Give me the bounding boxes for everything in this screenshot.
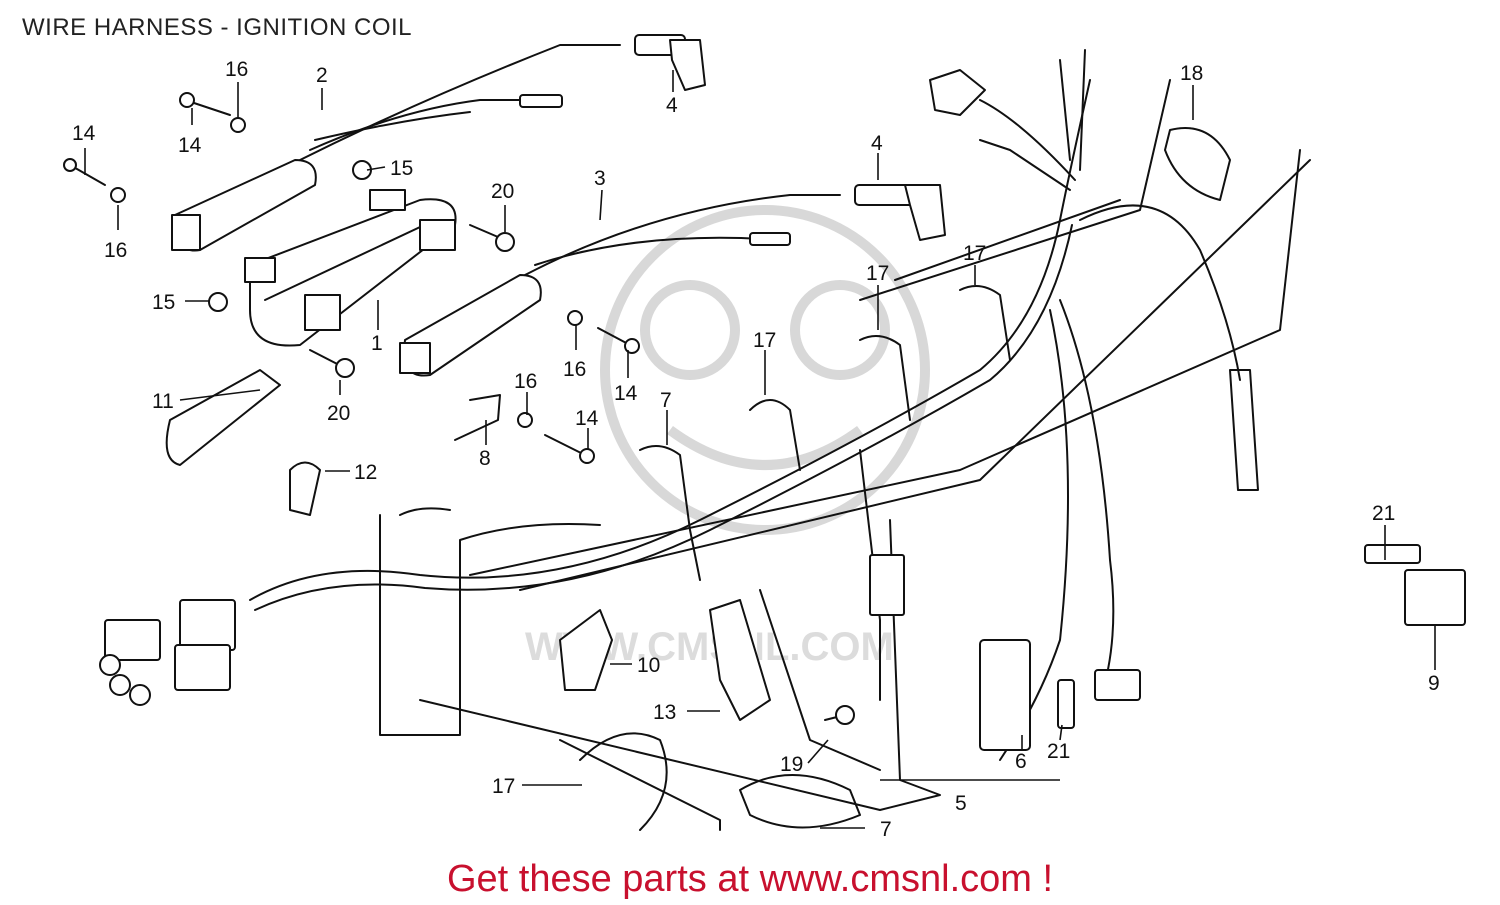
callout-12: 12 [354, 461, 377, 484]
frame-outline [379, 79, 1311, 831]
cdi-unit [244, 189, 457, 347]
callout-7-lower: 7 [880, 818, 892, 841]
plug-cap-lower [854, 184, 946, 241]
fuse-components [979, 544, 1466, 751]
callout-1: 1 [371, 332, 383, 355]
callout-15-b: 15 [152, 291, 175, 314]
callout-16-b: 16 [104, 239, 127, 262]
callout-10: 10 [637, 654, 660, 677]
callout-17-b: 17 [963, 242, 986, 265]
callout-14-c: 14 [614, 382, 638, 405]
callout-18: 18 [1180, 62, 1203, 85]
callout-4-upper: 4 [666, 94, 678, 117]
footer-link[interactable]: Get these parts at www.cmsnl.com ! [446, 858, 1054, 900]
callout-16-d: 16 [514, 370, 537, 393]
callout-20-a: 20 [327, 402, 350, 425]
brackets-clamps [165, 369, 771, 721]
callout-15-a: 15 [390, 157, 413, 180]
callout-labels: 1 2 3 4 4 5 6 7 7 8 9 10 11 12 13 14 14 … [72, 58, 1440, 841]
callout-11: 11 [152, 390, 174, 413]
ignition-coil-lower [399, 194, 841, 377]
watermark-logo: WWW.CMSNL.COM [525, 205, 930, 669]
callout-14-a: 14 [72, 122, 96, 145]
callout-5: 5 [955, 792, 967, 815]
callout-17-a: 17 [866, 262, 889, 285]
callout-14-d: 14 [575, 407, 599, 430]
callout-8: 8 [479, 447, 491, 470]
callout-2: 2 [316, 64, 328, 87]
callout-16-a: 16 [225, 58, 248, 81]
callout-4-lower: 4 [871, 132, 883, 155]
callout-9: 9 [1428, 672, 1440, 695]
callout-16-c: 16 [563, 358, 586, 381]
leader-lines [84, 70, 1436, 829]
callout-17-c: 17 [753, 329, 776, 352]
callout-17-d: 17 [492, 775, 515, 798]
page-title: WIRE HARNESS - IGNITION COIL [22, 14, 413, 41]
callout-3: 3 [594, 167, 606, 190]
callout-21-a: 21 [1372, 502, 1395, 525]
fasteners [63, 92, 855, 725]
harness-straps [579, 127, 1231, 831]
callout-19: 19 [780, 753, 803, 776]
callout-20-b: 20 [491, 180, 514, 203]
callout-14-b: 14 [178, 134, 202, 157]
connector-bundle [99, 599, 236, 706]
callout-7-upper: 7 [660, 389, 672, 412]
callout-21-b: 21 [1047, 740, 1070, 763]
callout-6: 6 [1015, 750, 1027, 773]
ignition-coil-upper [171, 44, 621, 252]
plug-cap-upper [634, 34, 706, 91]
callout-13: 13 [653, 701, 676, 724]
